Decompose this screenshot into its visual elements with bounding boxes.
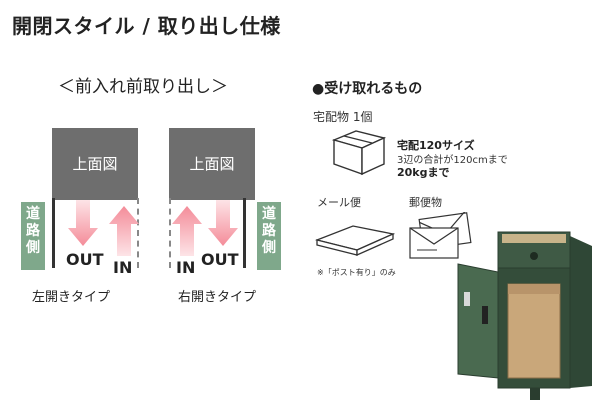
road-char-1: 道 — [262, 206, 276, 222]
takuhai-spec-weight: 20kgまで — [397, 166, 450, 179]
road-side-label-right: 道 路 側 — [257, 202, 281, 270]
right-type-label: 右開きタイプ — [178, 290, 257, 305]
envelope-icon — [409, 212, 472, 259]
diagram-subtitle: ＜前入れ前取り出し＞ — [58, 77, 228, 97]
door-line-left — [52, 198, 55, 268]
takuhai-label: 宅配物 1個 — [313, 110, 373, 124]
in-arrow-left — [109, 206, 139, 256]
mail-label: メール便 — [317, 196, 361, 209]
road-char-2: 路 — [262, 223, 276, 239]
door-line-right — [243, 198, 246, 268]
in-arrow-right — [172, 206, 202, 256]
post-label: 郵便物 — [409, 196, 442, 209]
road-char-3: 側 — [262, 240, 276, 256]
dash-line-left — [137, 198, 139, 268]
delivery-box-illustration — [457, 231, 592, 400]
out-arrow-left — [68, 200, 98, 246]
road-char-2: 路 — [26, 223, 40, 239]
left-type-label: 左開きタイプ — [32, 290, 111, 305]
mail-parcel-icon — [315, 225, 395, 257]
top-view-left: 上面図 — [52, 128, 138, 200]
road-char-1: 道 — [26, 206, 40, 222]
package-box-icon — [331, 130, 387, 176]
dash-line-right — [169, 198, 171, 268]
road-side-label-left: 道 路 側 — [21, 202, 45, 270]
road-char-3: 側 — [26, 240, 40, 256]
page-title: 開閉スタイル / 取り出し仕様 — [12, 14, 281, 38]
out-label-right: OUT — [201, 250, 239, 269]
takuhai-spec-title: 宅配120サイズ — [397, 139, 475, 152]
takuhai-spec-detail: 3辺の合計が120cmまで — [397, 155, 508, 166]
receivables-heading: ●受け取れるもの — [312, 81, 423, 97]
in-label-right: IN — [176, 258, 196, 277]
out-arrow-right — [208, 200, 238, 246]
top-view-right: 上面図 — [169, 128, 255, 200]
out-label-left: OUT — [66, 250, 104, 269]
post-only-note: ※「ポスト有り」のみ — [317, 268, 396, 277]
in-label-left: IN — [113, 258, 133, 277]
